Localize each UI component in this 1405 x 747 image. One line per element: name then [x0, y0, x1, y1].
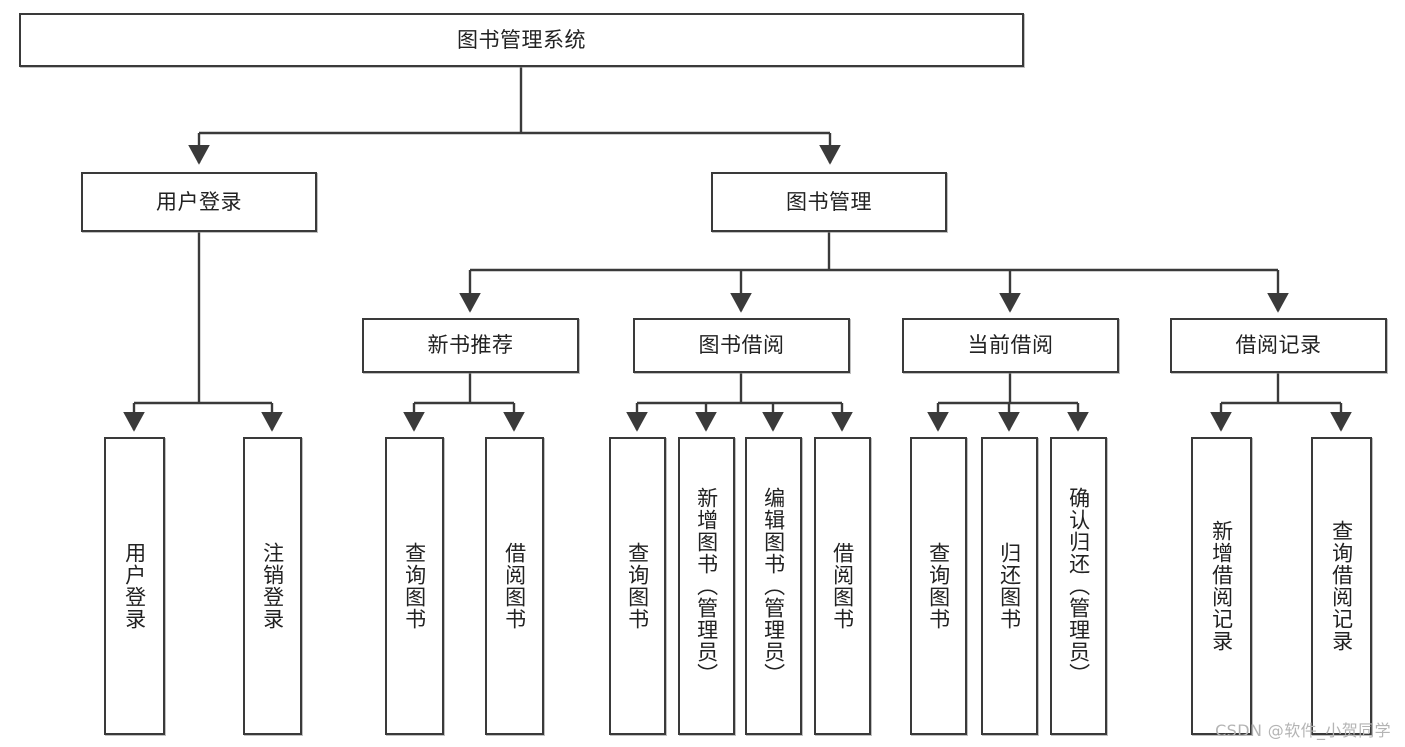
node-current-borrow[interactable]: 当前借阅 [902, 318, 1119, 373]
node-label: 图书借阅 [698, 333, 785, 358]
node-borrow-record[interactable]: 借阅记录 [1170, 318, 1387, 373]
leaf-query-book-3[interactable]: 查询图书 [910, 437, 967, 735]
leaf-query-book-1[interactable]: 查询图书 [385, 437, 444, 735]
node-label: 用户登录 [156, 189, 242, 214]
leaf-add-book[interactable]: 新增图书（管理员） [678, 437, 735, 735]
node-label: 确认归还（管理员） [1066, 487, 1091, 685]
leaf-borrow-book-1[interactable]: 借阅图书 [485, 437, 544, 735]
node-label: 注销登录 [260, 542, 285, 630]
leaf-return-book[interactable]: 归还图书 [981, 437, 1038, 735]
node-user-login[interactable]: 用户登录 [81, 172, 317, 232]
node-label: 查询图书 [402, 542, 427, 630]
node-label: 查询图书 [625, 542, 650, 630]
node-book-borrow[interactable]: 图书借阅 [633, 318, 850, 373]
leaf-query-record[interactable]: 查询借阅记录 [1311, 437, 1372, 735]
node-label: 当前借阅 [967, 333, 1054, 358]
leaf-edit-book[interactable]: 编辑图书（管理员） [745, 437, 802, 735]
node-label: 查询图书 [926, 542, 951, 630]
node-label: 新增借阅记录 [1209, 520, 1234, 652]
node-new-book-recommend[interactable]: 新书推荐 [362, 318, 579, 373]
node-book-manage[interactable]: 图书管理 [711, 172, 947, 232]
node-label: 借阅图书 [502, 542, 527, 630]
csdn-watermark: CSDN @软件_小贺同学 [1215, 721, 1391, 740]
leaf-add-record[interactable]: 新增借阅记录 [1191, 437, 1252, 735]
node-label: 图书管理 [786, 189, 872, 214]
node-label: 借阅记录 [1235, 333, 1322, 358]
leaf-confirm-return[interactable]: 确认归还（管理员） [1050, 437, 1107, 735]
leaf-borrow-book-2[interactable]: 借阅图书 [814, 437, 871, 735]
leaf-user-login[interactable]: 用户登录 [104, 437, 165, 735]
node-label: 用户登录 [122, 542, 147, 630]
node-label: 借阅图书 [830, 542, 855, 630]
leaf-logout[interactable]: 注销登录 [243, 437, 302, 735]
node-label: 图书管理系统 [457, 27, 586, 52]
node-label: 查询借阅记录 [1329, 520, 1354, 652]
node-root[interactable]: 图书管理系统 [19, 13, 1024, 67]
leaf-query-book-2[interactable]: 查询图书 [609, 437, 666, 735]
node-label: 新增图书（管理员） [694, 487, 719, 685]
node-label: 编辑图书（管理员） [761, 487, 786, 685]
node-label: 归还图书 [997, 542, 1022, 630]
node-label: 新书推荐 [427, 333, 514, 358]
